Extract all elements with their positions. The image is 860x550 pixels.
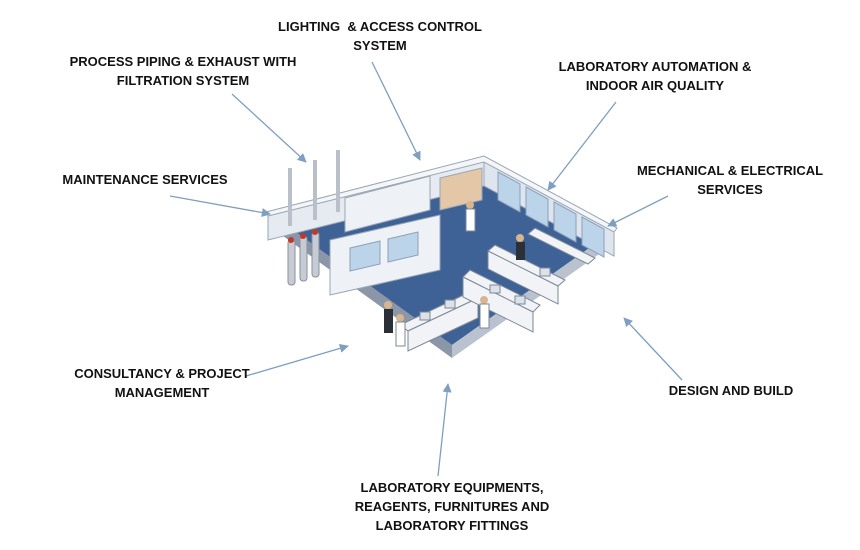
label-lighting-line-1: LIGHTING & ACCESS CONTROL (278, 19, 482, 34)
label-lighting-line-2: SYSTEM (353, 38, 407, 53)
label-equipment-line-1: LABORATORY EQUIPMENTS, (360, 480, 544, 495)
process-pipes (288, 150, 340, 226)
arrow-lab-automation (547, 101, 617, 191)
label-equipment-line-2: REAGENTS, FURNITURES AND (354, 499, 550, 514)
arrow-mechanical (607, 195, 669, 227)
arrow-consultancy (245, 343, 349, 377)
label-design-build-line-1: DESIGN AND BUILD (668, 383, 794, 398)
label-consultancy: CONSULTANCY & PROJECT MANAGEMENT (66, 364, 258, 402)
label-mechanical-electrical: MECHANICAL & ELECTRICAL SERVICES (626, 161, 834, 199)
label-equipment-line-3: LABORATORY FITTINGS (375, 518, 529, 533)
label-lab-automation: LABORATORY AUTOMATION & INDOOR AIR QUALI… (540, 57, 770, 95)
label-lab-equipment: LABORATORY EQUIPMENTS, REAGENTS, FURNITU… (336, 478, 568, 535)
arrow-process-piping (231, 93, 307, 163)
label-consultancy-line-1: CONSULTANCY & PROJECT (74, 366, 250, 381)
arrow-equipment (437, 383, 452, 477)
label-process-piping-line-2: FILTRATION SYSTEM (116, 73, 250, 88)
arrow-maintenance (169, 195, 271, 218)
label-design-build: DESIGN AND BUILD (656, 381, 806, 400)
label-maintenance-services: MAINTENANCE SERVICES (52, 170, 238, 189)
label-lighting-access-control: LIGHTING & ACCESS CONTROL SYSTEM (270, 17, 490, 55)
label-lab-automation-line-1: LABORATORY AUTOMATION & (558, 59, 752, 74)
label-lab-automation-line-2: INDOOR AIR QUALITY (585, 78, 725, 93)
lab-staff (384, 201, 525, 347)
floor-front-edge-right (452, 232, 612, 358)
partition-wall-1 (344, 175, 431, 233)
callout-arrows (169, 61, 683, 477)
arrow-lighting (371, 61, 421, 161)
label-process-piping: PROCESS PIPING & EXHAUST WITH FILTRATION… (58, 52, 308, 90)
partition-windows (349, 231, 419, 272)
label-process-piping-line-1: PROCESS PIPING & EXHAUST WITH (69, 54, 297, 69)
wall-windows (497, 171, 605, 258)
fume-hood (439, 167, 483, 211)
lab-benches (399, 227, 596, 352)
label-mechanical-line-1: MECHANICAL & ELECTRICAL (636, 163, 824, 178)
bench-equipment (419, 267, 551, 321)
label-mechanical-line-2: SERVICES (697, 182, 763, 197)
gas-cylinders (287, 229, 320, 286)
label-maintenance-line-1: MAINTENANCE SERVICES (62, 172, 228, 187)
arrow-design-build (623, 317, 683, 381)
label-consultancy-line-2: MANAGEMENT (114, 385, 210, 400)
